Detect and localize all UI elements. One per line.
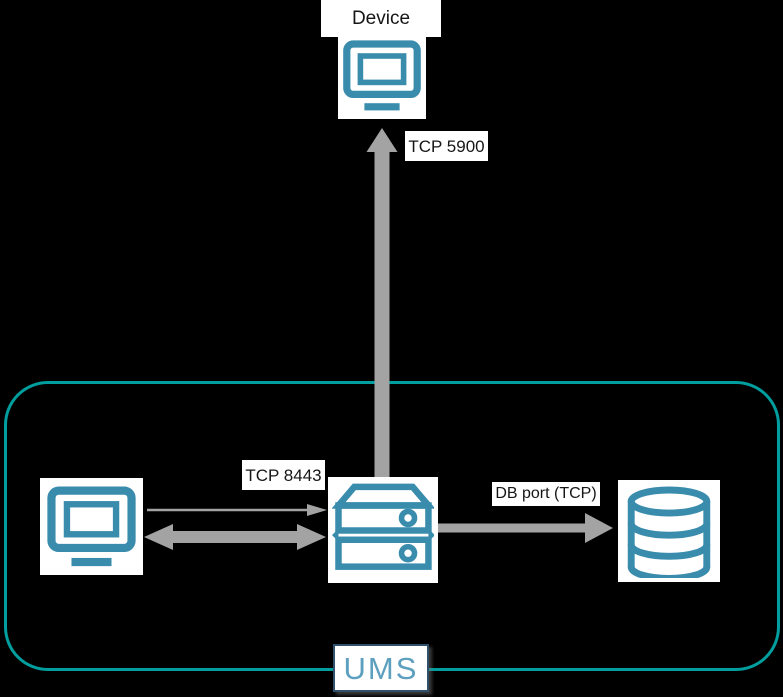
ums-label-box: UMS xyxy=(333,644,429,692)
database-icon xyxy=(627,486,711,578)
arrow-right-thin-icon xyxy=(147,504,327,516)
database-node xyxy=(618,480,720,582)
device-node-label-text: Device xyxy=(351,8,411,29)
device-connection-arrow xyxy=(366,128,398,477)
console-node xyxy=(40,478,143,575)
monitor-icon xyxy=(47,486,136,566)
server-node xyxy=(328,477,438,583)
database-port-label: DB port (TCP) xyxy=(492,482,600,506)
device-node-label: Device xyxy=(321,0,441,37)
device-node xyxy=(338,33,426,119)
db-port-text: DB port (TCP) xyxy=(495,485,597,502)
server-icon xyxy=(332,483,434,570)
ums-label-text: UMS xyxy=(343,650,419,686)
console-session-port-label: TCP 8443 xyxy=(242,460,325,490)
console-request-arrow xyxy=(147,503,327,517)
arrow-right-icon xyxy=(438,513,613,543)
tcp-5900-text: TCP 5900 xyxy=(408,136,485,156)
device-connection-port-label: TCP 5900 xyxy=(405,131,488,161)
database-connection-arrow xyxy=(438,513,613,543)
arrow-up-icon xyxy=(366,128,398,477)
monitor-icon xyxy=(343,40,421,111)
arrow-both-icon xyxy=(144,524,326,550)
console-session-arrow xyxy=(144,524,326,550)
tcp-8443-text: TCP 8443 xyxy=(245,465,322,485)
